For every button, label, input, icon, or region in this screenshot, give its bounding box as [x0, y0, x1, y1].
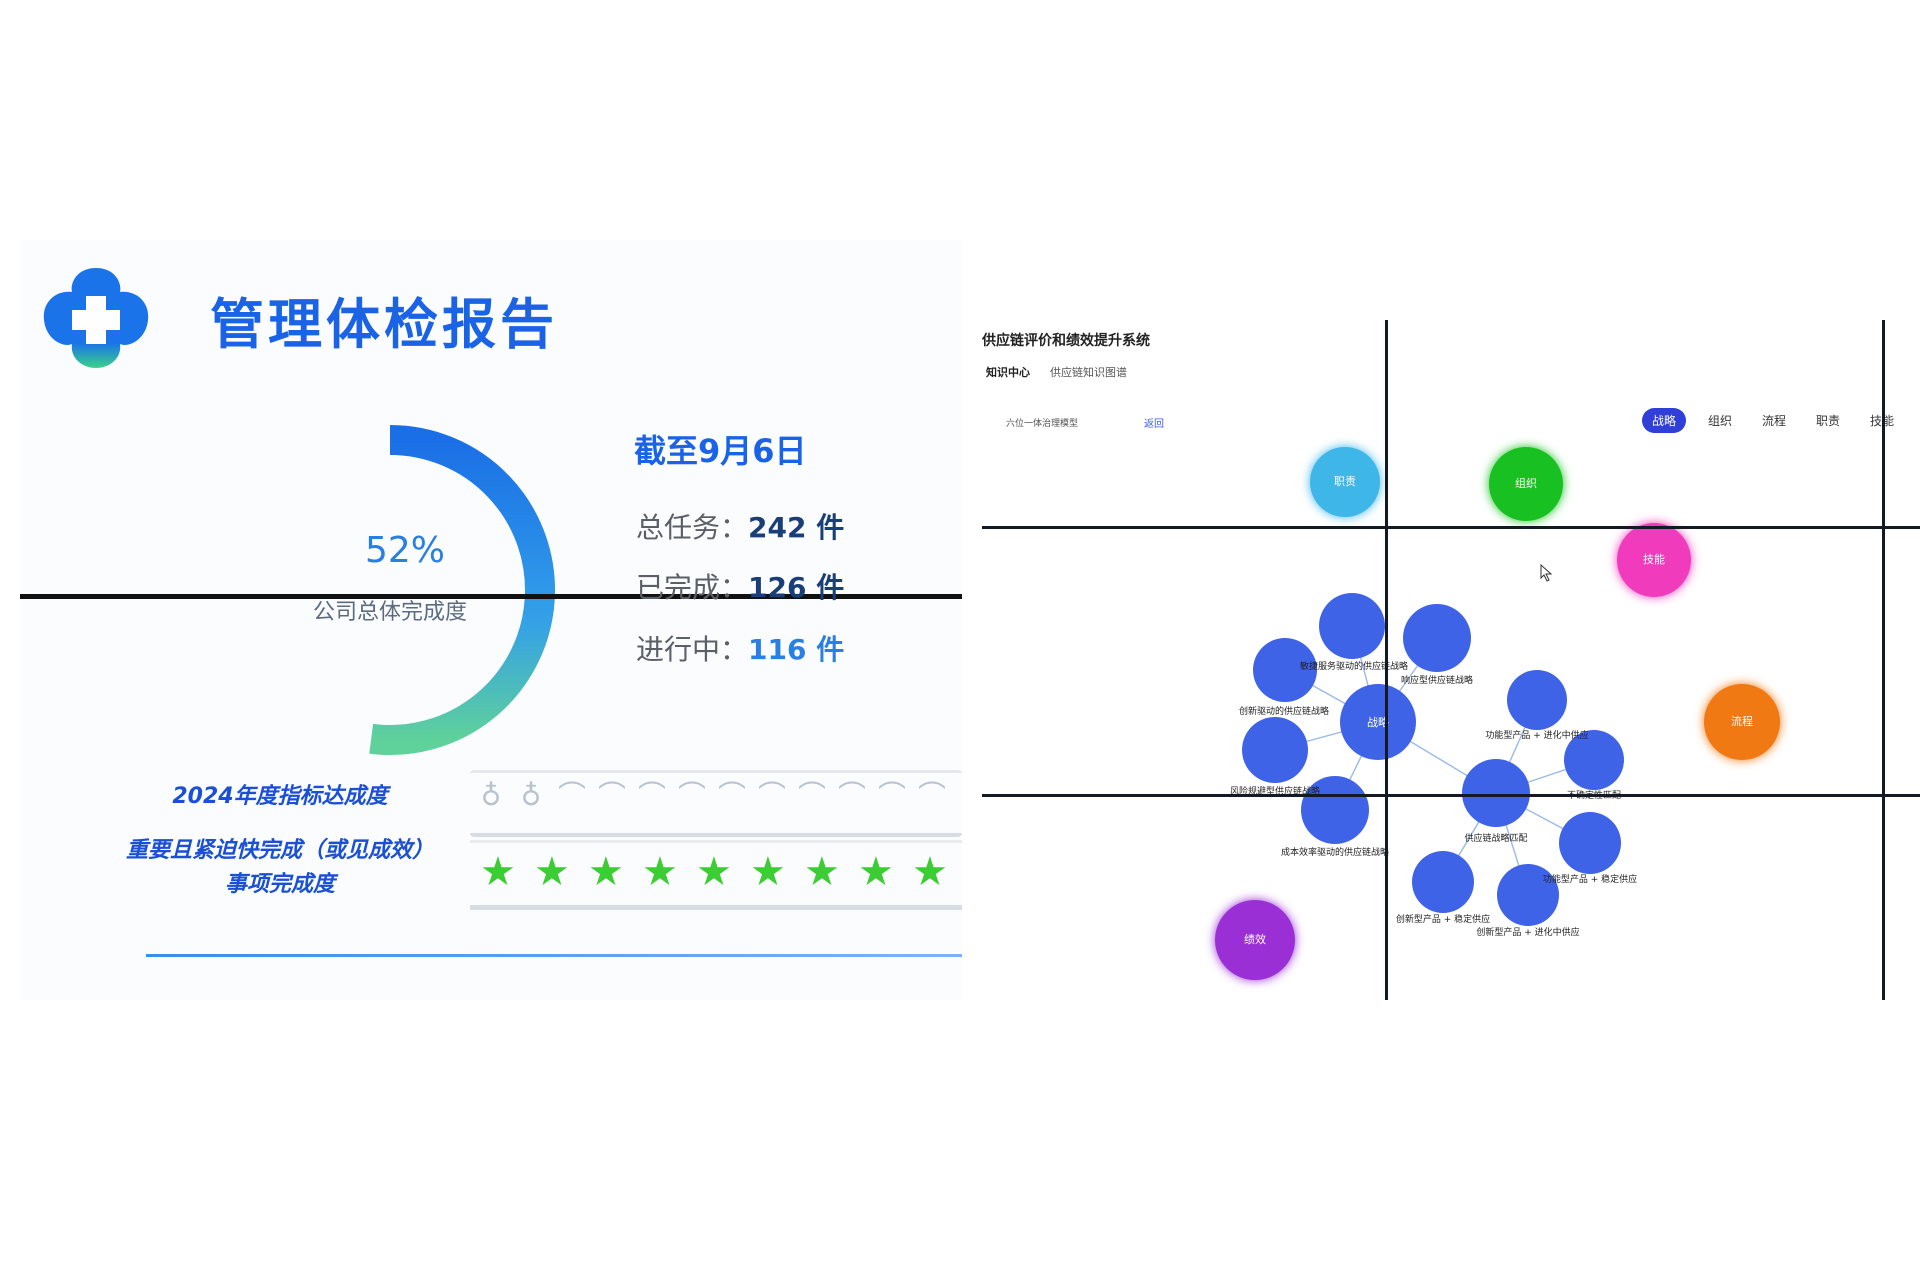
location-pin-icon: ⌒: [798, 779, 827, 812]
tab-process[interactable]: 流程: [1762, 414, 1787, 428]
location-pin-icon: ♁: [480, 779, 502, 812]
strategy-child-label: 敏捷服务驱动的供应链战略: [1300, 660, 1408, 672]
match-child-node[interactable]: [1564, 730, 1624, 790]
location-pin-icon: ⌒: [758, 779, 787, 812]
gauge-arc: [369, 425, 555, 755]
strategy-child-node[interactable]: [1242, 717, 1308, 783]
match-child-label: 创新型产品 + 进化中供应: [1476, 926, 1579, 938]
star-icon: ★: [588, 849, 624, 895]
star-icon: ★: [750, 849, 786, 895]
star-icon: ★: [534, 849, 570, 895]
star-icon: ★: [804, 849, 840, 895]
urgent-items-star-rating: ★ ★ ★ ★ ★ ★ ★ ★ ★: [470, 840, 962, 910]
match-hub-node[interactable]: [1462, 759, 1530, 827]
location-pin-icon: ⌒: [638, 779, 667, 812]
tab-strategy[interactable]: 战略: [1642, 408, 1687, 433]
cross-shield-logo-icon: [43, 268, 149, 368]
mouse-cursor-icon: [1540, 564, 1553, 582]
match-child-label: 功能型产品 + 稳定供应: [1543, 873, 1637, 885]
location-pin-icon: ⌒: [678, 779, 707, 812]
strategy-child-node[interactable]: [1253, 638, 1317, 702]
location-pin-icon: ⌒: [558, 779, 587, 812]
annual-target-track: ♁ ♁ ⌒ ⌒ ⌒ ⌒ ⌒ ⌒ ⌒ ⌒ ⌒ ⌒: [470, 770, 962, 837]
nav-knowledge-graph[interactable]: 供应链知识图谱: [1050, 366, 1127, 379]
grid-line-h1: [982, 526, 1920, 529]
strategy-child-node[interactable]: [1319, 593, 1385, 659]
stat-in-progress: 进行中：116 件: [636, 628, 844, 668]
stat-label: 已完成：: [636, 571, 749, 604]
location-pin-icon: ⌒: [838, 779, 867, 812]
star-icon: ★: [642, 849, 678, 895]
annual-target-label: 2024年度指标达成度: [172, 784, 388, 809]
date-heading: 截至9月6日: [634, 432, 807, 470]
strategy-child-label: 创新驱动的供应链战略: [1239, 705, 1329, 717]
completion-gauge: [369, 425, 555, 755]
stat-completed: 已完成：126 件: [636, 566, 844, 606]
nav-knowledge-center[interactable]: 知识中心: [986, 366, 1030, 379]
strategy-child-label: 成本效率驱动的供应链战略: [1281, 846, 1389, 858]
knowledge-graph-canvas[interactable]: 战略供应链战略匹配敏捷服务驱动的供应链战略响应型供应链战略创新驱动的供应链战略风…: [982, 320, 1920, 1000]
match-child-node[interactable]: [1497, 864, 1559, 926]
stat-total: 总任务：242 件: [636, 506, 844, 546]
gauge-percent: 52%: [364, 530, 445, 571]
strategy-hub-node[interactable]: [1340, 684, 1416, 760]
tab-responsibility[interactable]: 职责: [1816, 414, 1841, 428]
urgent-items-label: 重要且紧迫快完成（或见成效）事项完成度: [125, 838, 434, 897]
system-title: 供应链评价和绩效提升系统: [982, 333, 1150, 349]
grid-line-v1: [1385, 320, 1388, 1000]
match-child-label: 功能型产品 + 进化中供应: [1485, 729, 1588, 741]
node-process[interactable]: 流程: [1704, 684, 1780, 760]
match-child-node[interactable]: [1559, 812, 1621, 874]
gauge-label: 公司总体完成度: [312, 600, 467, 625]
strategy-hub-label: 战略: [1367, 715, 1389, 729]
node-responsibility[interactable]: 职责: [1310, 447, 1380, 517]
grid-line-v2: [1882, 320, 1885, 1000]
match-child-node[interactable]: [1412, 851, 1474, 913]
location-pin-icon: ⌒: [718, 779, 747, 812]
match-hub-label: 供应链战略匹配: [1464, 832, 1527, 844]
match-child-node[interactable]: [1507, 670, 1567, 730]
star-icon: ★: [696, 849, 732, 895]
stat-value: 242 件: [748, 511, 845, 544]
location-pin-icon: ⌒: [878, 779, 907, 812]
bottom-rule: [146, 954, 962, 957]
location-pin-icon: ⌒: [598, 779, 627, 812]
scan-line: [20, 594, 962, 599]
tab-organization[interactable]: 组织: [1708, 414, 1733, 428]
stat-value: 116 件: [748, 633, 845, 666]
grid-line-h2: [982, 794, 1920, 797]
model-label: 六位一体治理模型: [1006, 419, 1079, 429]
supply-chain-system-panel: 供应链评价和绩效提升系统 知识中心 供应链知识图谱 六位一体治理模型 返回 战略…: [982, 320, 1920, 1000]
star-icon: ★: [480, 849, 516, 895]
stat-value: 126 件: [748, 571, 845, 604]
report-title: 管理体检报告: [210, 293, 558, 356]
star-icon: ★: [912, 849, 948, 895]
star-icon: ★: [858, 849, 894, 895]
node-performance[interactable]: 绩效: [1215, 900, 1295, 980]
location-pin-icon: ♁: [520, 779, 542, 812]
location-pin-icon: ⌒: [918, 779, 947, 812]
node-organization[interactable]: 组织: [1489, 447, 1563, 521]
stat-label: 总任务：: [636, 511, 749, 544]
back-link[interactable]: 返回: [1144, 419, 1164, 430]
stat-label: 进行中：: [636, 633, 749, 666]
match-child-label: 创新型产品 + 稳定供应: [1396, 913, 1490, 925]
strategy-child-node[interactable]: [1301, 776, 1369, 844]
health-report-panel: 管理体检报告 52% 公司总体完成度 截至9月6日 总任务：242 件 已完成：…: [20, 240, 962, 1000]
strategy-child-node[interactable]: [1403, 604, 1471, 672]
strategy-child-label: 响应型供应链战略: [1401, 674, 1473, 686]
node-skill[interactable]: 技能: [1617, 523, 1691, 597]
